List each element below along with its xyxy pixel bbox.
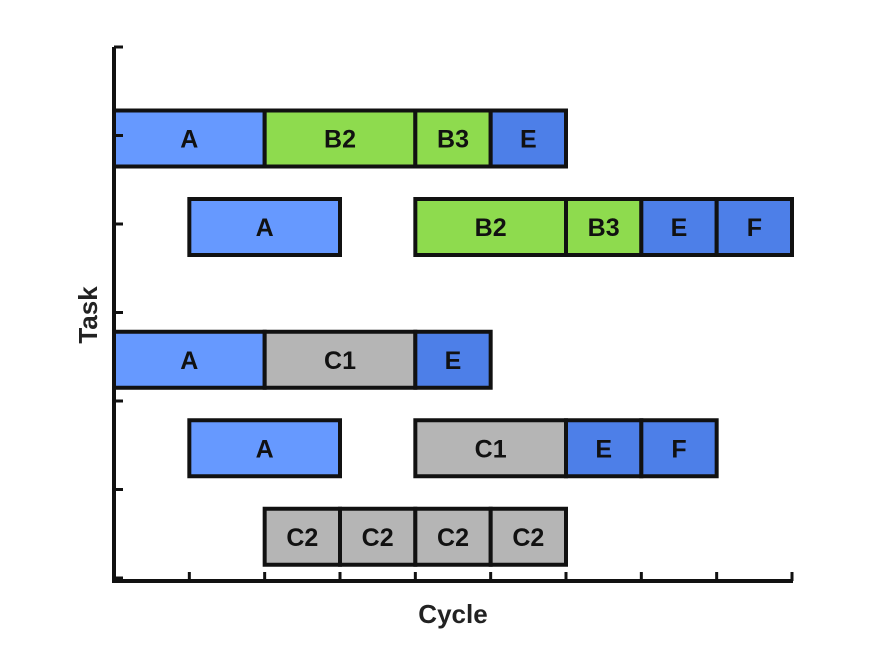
task-row: A C1 E F (187, 418, 719, 479)
segment-label: B3 (437, 126, 469, 154)
segment-label: C2 (437, 524, 469, 552)
segment-bar (262, 506, 342, 567)
task-row: A B2 B3 E (112, 108, 568, 169)
segment-label: E (671, 214, 688, 242)
segment-label: B3 (588, 214, 620, 242)
x-axis-title: Cycle (418, 599, 487, 629)
segment-bar (187, 418, 342, 479)
segment-label: A (256, 214, 274, 242)
segment-bar (488, 506, 568, 567)
segment-bar (714, 197, 795, 257)
segment-label: E (520, 126, 537, 154)
segment-bar (413, 418, 569, 479)
segment-label: C1 (324, 347, 356, 375)
segment-label: B2 (475, 214, 507, 242)
segment-bar (262, 108, 418, 169)
segment-bar (639, 197, 719, 257)
segment-label: C2 (362, 524, 394, 552)
segment-label: A (180, 347, 198, 375)
segment-label: B2 (324, 126, 356, 154)
segment-bar (413, 108, 493, 169)
segment-bar (413, 506, 493, 567)
task-row: A B2 B3 E F (187, 197, 795, 257)
segment-bar (187, 197, 342, 257)
segment-label: C2 (286, 524, 318, 552)
ticks-layer (112, 45, 794, 581)
segment-label: E (445, 347, 462, 375)
segment-label: C2 (512, 524, 544, 552)
segment-label: C1 (475, 435, 507, 463)
segment-bar (639, 418, 719, 479)
segment-bar (488, 108, 568, 169)
task-row: C2 C2 C2 C2 (262, 506, 568, 567)
segment-label: A (180, 126, 198, 154)
segment-label: A (256, 435, 274, 463)
segment-label: F (747, 214, 762, 242)
segment-label: E (595, 435, 612, 463)
segment-bar (413, 329, 493, 390)
segment-label: F (671, 435, 686, 463)
task-row: A C1 E (112, 329, 493, 390)
y-axis-title: Task (73, 286, 103, 344)
